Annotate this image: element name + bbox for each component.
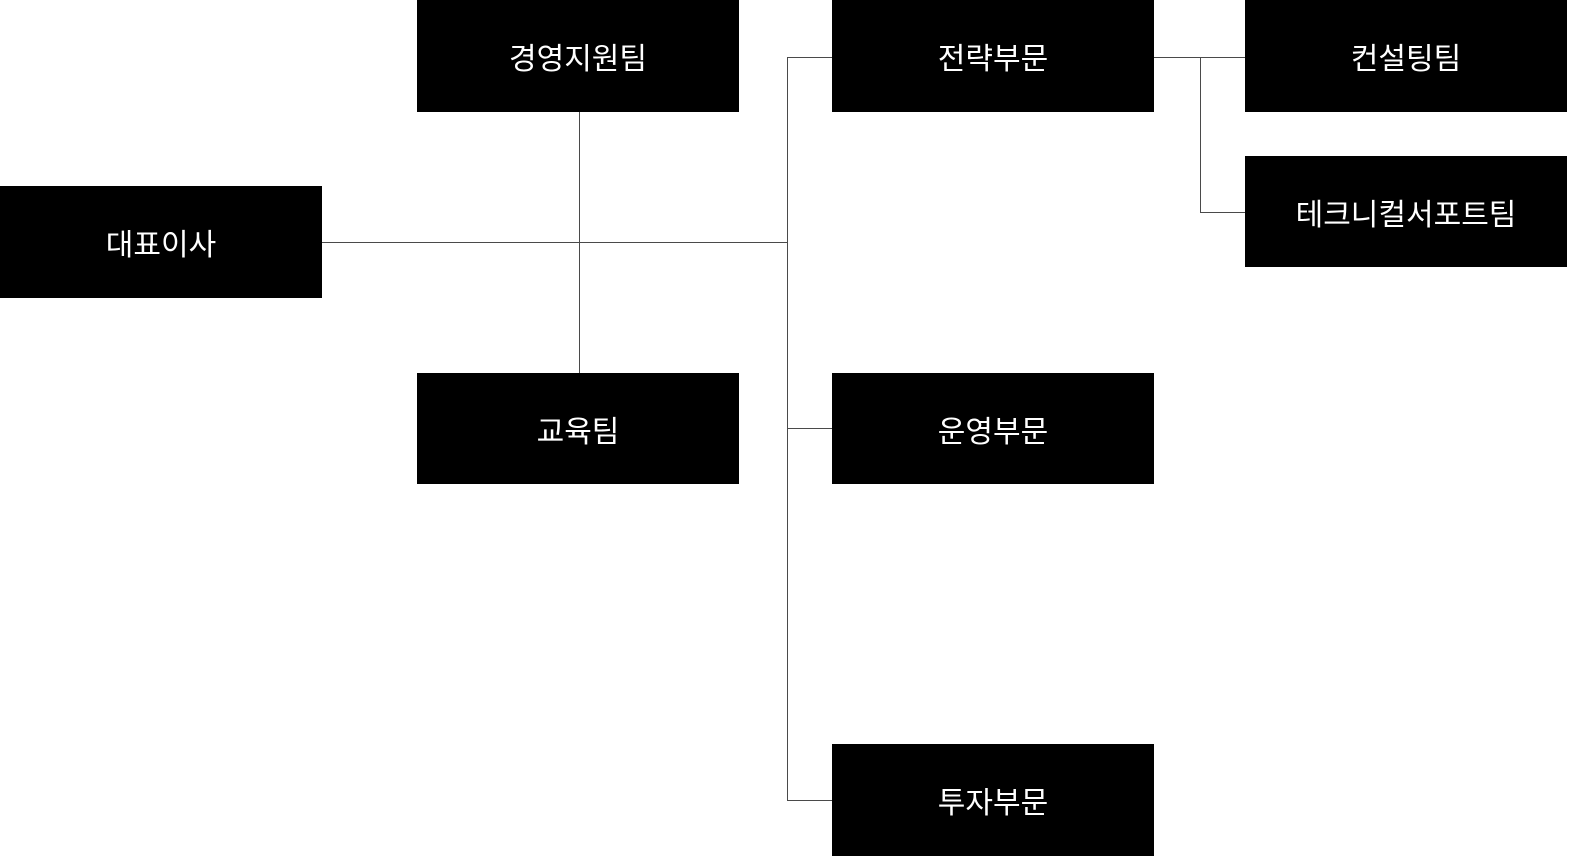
connector-ceo-main — [322, 242, 788, 243]
connector-teams-vertical — [1200, 57, 1201, 213]
node-label: 운영부문 — [937, 414, 1049, 450]
connector-strategy — [787, 57, 832, 58]
node-label: 컨설팅팀 — [1350, 42, 1462, 77]
node-label: 경영지원팀 — [509, 42, 647, 77]
node-ceo[interactable]: 대표이사 — [0, 186, 322, 298]
node-strategy[interactable]: 전략부문 — [832, 0, 1154, 112]
node-investment[interactable]: 투자부문 — [832, 744, 1154, 856]
connector-staff-vertical — [579, 112, 580, 373]
node-operations[interactable]: 운영부문 — [832, 373, 1154, 484]
node-technical-support[interactable]: 테크니컬서포트팀 — [1245, 156, 1567, 267]
connector-technical-support — [1200, 212, 1245, 213]
node-label: 교육팀 — [536, 414, 620, 450]
connector-strategy-teams — [1154, 57, 1245, 58]
node-label: 투자부문 — [937, 786, 1049, 821]
connector-divisions-vertical — [787, 57, 788, 801]
node-label: 테크니컬서포트팀 — [1295, 197, 1517, 233]
node-consulting[interactable]: 컨설팅팀 — [1245, 0, 1567, 112]
connector-operations — [787, 428, 832, 429]
node-label: 전략부문 — [937, 42, 1049, 77]
node-education[interactable]: 교육팀 — [417, 373, 739, 484]
node-management-support[interactable]: 경영지원팀 — [417, 0, 739, 112]
node-label: 대표이사 — [105, 228, 217, 263]
connector-investment — [787, 800, 832, 801]
